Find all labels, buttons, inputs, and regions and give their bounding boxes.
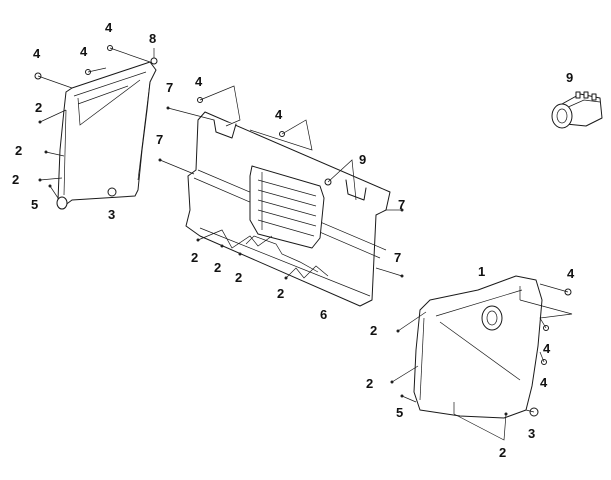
callout-c9a: 9 (566, 70, 573, 85)
relay-component (551, 91, 603, 129)
callout-c4g: 4 (543, 341, 551, 356)
callout-c4h: 4 (540, 375, 548, 390)
callout-c7a: 7 (166, 80, 173, 95)
callout-c3a: 3 (108, 207, 115, 222)
callout-c7c: 7 (398, 197, 405, 212)
callout-c4a: 4 (33, 46, 41, 61)
center-rear-panel (185, 111, 391, 307)
callout-c2e: 2 (214, 260, 221, 275)
callout-c2d: 2 (191, 250, 198, 265)
callout-c2c: 2 (12, 172, 19, 187)
callout-c2b: 2 (15, 143, 22, 158)
callout-c2j: 2 (499, 445, 506, 460)
callout-c8: 8 (149, 31, 156, 46)
callout-c3b: 3 (528, 426, 535, 441)
callout-c5b: 5 (396, 405, 403, 420)
left-side-panel (56, 57, 158, 210)
callout-c2h: 2 (370, 323, 377, 338)
callout-c7d: 7 (394, 250, 401, 265)
right-side-panel (413, 275, 543, 419)
callout-c2f: 2 (235, 270, 242, 285)
callout-c4d: 4 (195, 74, 203, 89)
callout-c4f: 4 (567, 266, 575, 281)
callout-c2g: 2 (277, 286, 284, 301)
callout-c9b: 9 (359, 152, 366, 167)
callout-c2a: 2 (35, 100, 42, 115)
callout-c7b: 7 (156, 132, 163, 147)
callout-c1: 1 (478, 264, 485, 279)
callout-c4b: 4 (80, 44, 88, 59)
callout-c5a: 5 (31, 197, 38, 212)
leader-lines (37, 47, 573, 441)
callout-labels: 4 8 4 4 7 4 9 4 2 7 9 2 2 5 3 7 2 2 2 7 … (12, 20, 575, 460)
callout-c4c: 4 (105, 20, 113, 35)
callout-c4e: 4 (275, 107, 283, 122)
callout-c2i: 2 (366, 376, 373, 391)
callout-c6: 6 (320, 307, 327, 322)
